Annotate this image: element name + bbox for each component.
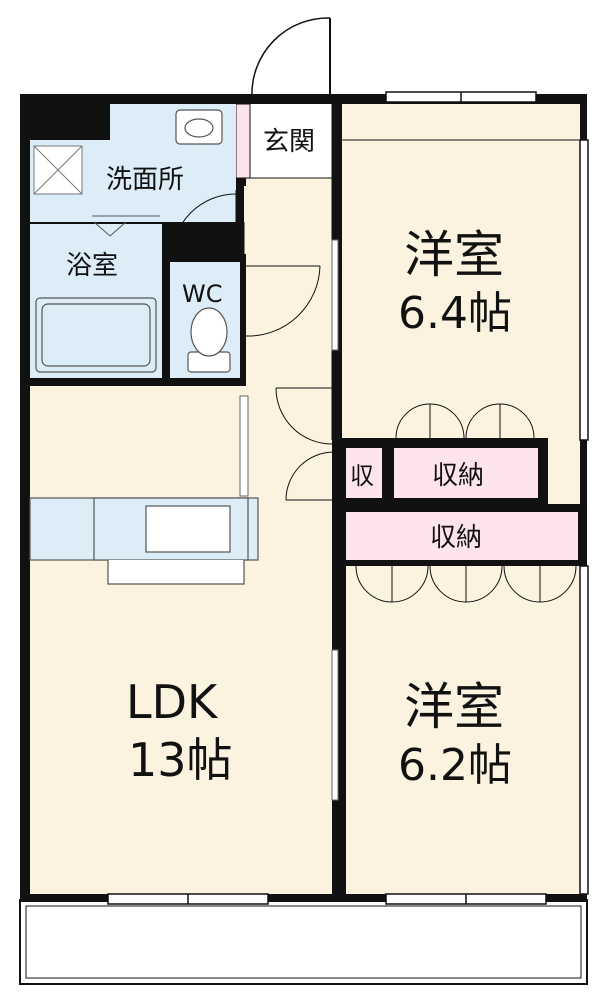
hallway: [244, 178, 332, 392]
wc-door: [245, 265, 321, 337]
windows: [107, 91, 589, 905]
storage-small-label: 収: [350, 462, 374, 490]
bathtub: [35, 297, 157, 373]
kitchen-counter: [29, 497, 259, 585]
storage2-label: 収納: [430, 523, 482, 553]
ldk-name-label: LDK: [126, 675, 219, 729]
western2-room: [346, 566, 580, 894]
washroom-door: [171, 190, 237, 259]
sliding-doors: [239, 239, 339, 801]
wc-label: WC: [182, 280, 223, 308]
storage1: [394, 448, 538, 498]
western1-name-label: 洋室: [404, 226, 504, 284]
western1-size-label: 6.4帖: [398, 288, 512, 339]
storage-small: [346, 448, 382, 498]
storage-gap: [546, 440, 580, 504]
storage1-label: 収納: [432, 461, 484, 491]
western1-room: [340, 104, 580, 440]
closet-doors-1: [395, 403, 535, 439]
washer-pan: [33, 145, 83, 195]
entrance-step: [235, 103, 251, 179]
entrance-label: 玄関: [263, 127, 315, 157]
entrance-floor: [250, 104, 332, 178]
entrance-door: [251, 17, 331, 98]
balcony: [19, 899, 588, 985]
ldk-size-label: 13帖: [128, 733, 233, 787]
western2-name-label: 洋室: [404, 678, 504, 736]
ldk-door: [275, 387, 335, 501]
washroom-label: 洗面所: [106, 165, 184, 195]
bath-door: [92, 215, 160, 237]
ldk-room: [30, 384, 332, 894]
toilet: [187, 307, 231, 373]
washbasin: [175, 109, 223, 145]
closet-doors-2: [355, 565, 577, 603]
storage2: [346, 512, 578, 560]
western2-size-label: 6.2帖: [398, 740, 512, 791]
bath-label: 浴室: [66, 251, 118, 281]
